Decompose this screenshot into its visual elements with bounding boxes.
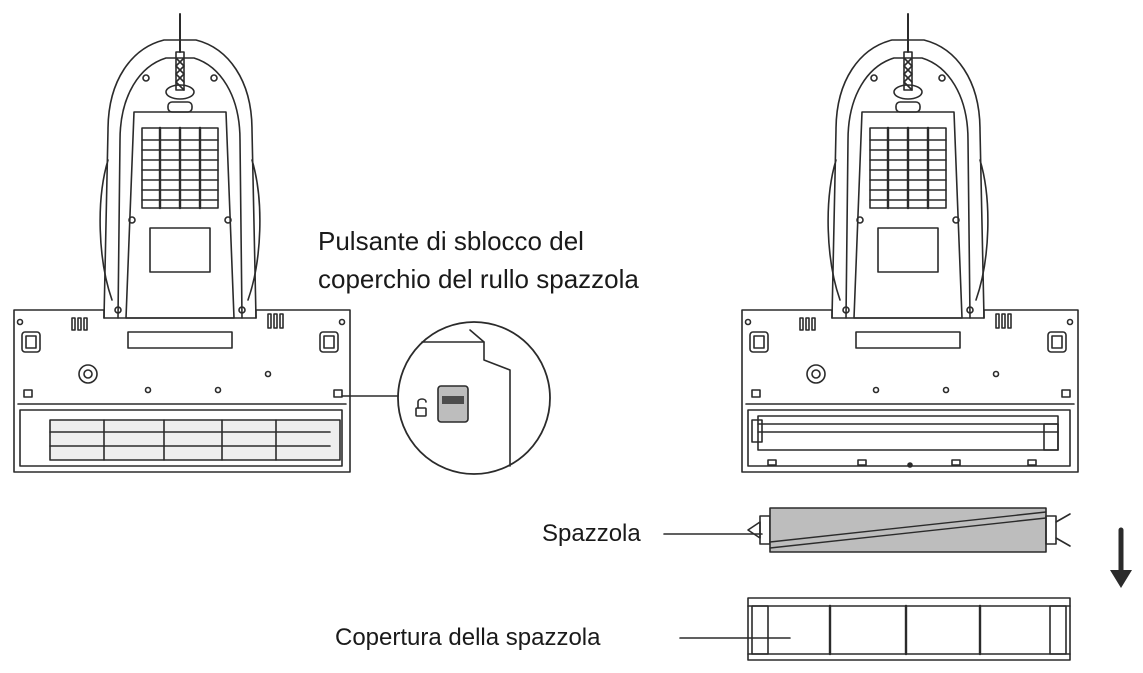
- release-button-label-line2: coperchio del rullo spazzola: [318, 264, 639, 294]
- brush-cover-removed: [747, 597, 1071, 661]
- brush-cover-installed: [19, 409, 343, 467]
- unlock-icon: [415, 398, 427, 417]
- release-button-label-line1: Pulsante di sblocco del: [318, 226, 584, 256]
- vacuum-head-closed: [12, 12, 352, 474]
- brush-cover-label: Copertura della spazzola: [335, 624, 601, 651]
- brush-label: Spazzola: [542, 520, 641, 547]
- arrow-down-icon: [1110, 527, 1132, 588]
- brush-roller: [747, 507, 1071, 553]
- brush-cavity: [747, 409, 1071, 467]
- release-button-zoom: [341, 321, 551, 475]
- vacuum-head-open: [740, 12, 1080, 474]
